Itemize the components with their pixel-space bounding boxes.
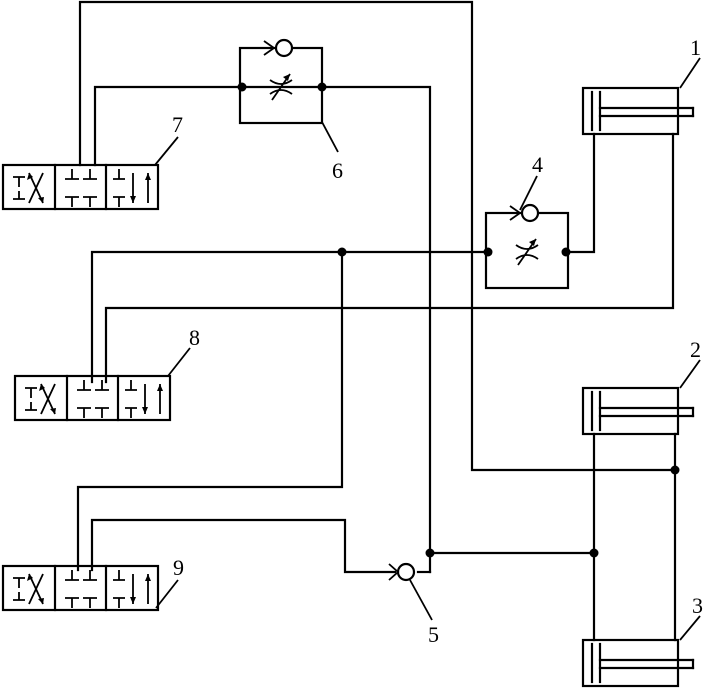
label-cylinder-3: 3 xyxy=(692,593,703,618)
label-cylinder-2: 2 xyxy=(690,337,701,362)
junction-dot xyxy=(237,82,247,92)
label-valve-8: 8 xyxy=(189,325,200,350)
junction-dot xyxy=(483,247,493,257)
junction-dot xyxy=(337,247,347,257)
directional-valve-9 xyxy=(1,564,160,612)
junction-dot xyxy=(561,247,571,257)
label-valve-4: 4 xyxy=(532,152,543,177)
label-valve-7: 7 xyxy=(172,112,183,137)
junction-dot xyxy=(425,548,435,558)
junction-dot xyxy=(589,548,599,558)
cylinder-3 xyxy=(581,638,695,688)
pipe-network xyxy=(76,0,677,642)
cylinder-2 xyxy=(581,386,695,436)
throttle-check-valve-6 xyxy=(238,38,324,125)
label-valve-9: 9 xyxy=(173,555,184,580)
cylinder-1 xyxy=(581,86,695,136)
check-valve-5 xyxy=(388,562,416,582)
directional-valve-7 xyxy=(1,163,160,211)
label-cylinder-1: 1 xyxy=(690,35,701,60)
leader-lines xyxy=(154,57,701,641)
component-labels: 1 2 3 4 5 6 7 8 9 xyxy=(172,35,703,647)
label-valve-6: 6 xyxy=(332,158,343,183)
throttle-check-valve-4 xyxy=(484,203,570,290)
junction-dot xyxy=(670,465,680,475)
label-valve-5: 5 xyxy=(428,622,439,647)
